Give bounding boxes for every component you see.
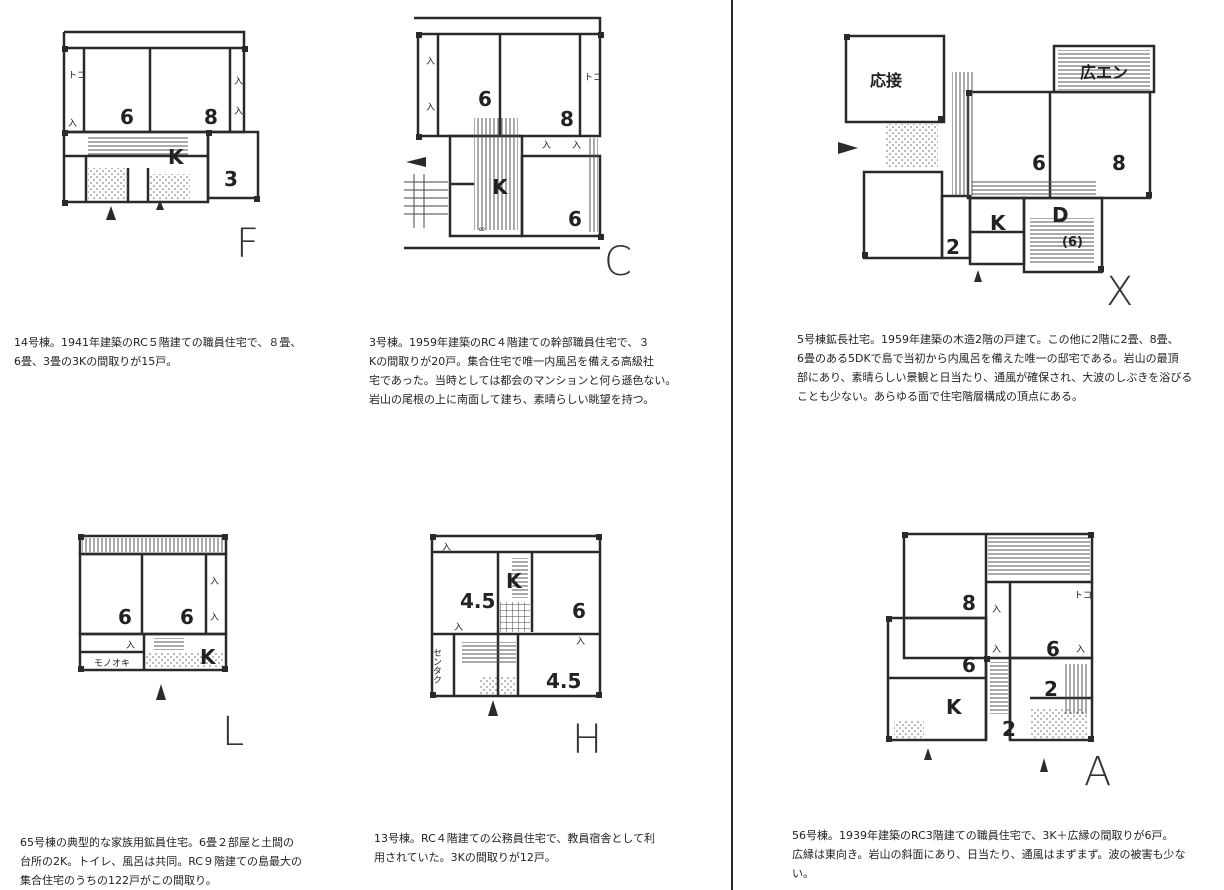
plan-mark: 入 — [68, 118, 77, 129]
plan-letter: X — [1106, 269, 1134, 315]
room-label: 応接 — [870, 71, 902, 90]
floor-plan-c-drawing: 6 8 K 6 入 入 トコ 入 入 ∞ — [404, 16, 604, 250]
room-label: 2 — [1044, 677, 1058, 701]
plan-caption-a: 56号棟。1939年建築のRC3階建ての職員住宅で、3K＋広縁の間取りが6戸。 … — [792, 829, 1186, 880]
plan-mark: トコ — [68, 71, 86, 81]
plan-mark: 入 — [992, 604, 1001, 615]
plan-mark: 入 — [234, 76, 243, 87]
room-label: 6 — [478, 87, 492, 111]
room-label: 8 — [1112, 151, 1126, 175]
room-label: K — [168, 145, 185, 169]
room-label: K — [200, 645, 217, 669]
entrance-arrow-icon — [156, 200, 164, 210]
plan-letter: L — [222, 709, 245, 755]
plan-mark: センタク — [431, 648, 442, 684]
room-label: D — [1052, 203, 1069, 227]
plan-mark: 入 — [426, 102, 435, 113]
floor-plan-h: K 4.5 6 4.5 入 入 入 センタク H — [428, 532, 618, 762]
plan-mark: 入 — [992, 644, 1001, 655]
room-label: K — [990, 211, 1007, 235]
entrance-arrow-icon — [488, 700, 498, 716]
room-label: 6 — [572, 599, 586, 623]
plan-letter: A — [1084, 749, 1112, 795]
entrance-arrow-icon — [406, 157, 426, 167]
room-label: 6 — [180, 605, 194, 629]
entrance-arrow-icon — [838, 142, 858, 154]
plan-letter: F — [236, 221, 260, 267]
plan-mark: 入 — [210, 576, 219, 587]
entrance-arrow-icon — [1040, 758, 1048, 772]
plan-mark: 入 — [572, 140, 581, 151]
room-label: (6) — [1062, 235, 1083, 250]
room-label: 6 — [118, 605, 132, 629]
room-label: 8 — [962, 591, 976, 615]
room-label: K — [506, 569, 523, 593]
entrance-arrow-icon — [974, 270, 982, 282]
plan-caption-h: 13号棟。RC４階建ての公務員住宅で、教員宿舎として利 用されていた。3Kの間取… — [374, 832, 656, 864]
floor-plan-f: 6 8 K 3 トコ 入 入 入 F — [56, 28, 276, 264]
floor-plan-x-drawing: 応接 広エン 6 8 K D 2 (6) — [838, 34, 1156, 282]
plan-mark: 入 — [210, 612, 219, 623]
floor-plan-x: 応接 広エン 6 8 K D 2 (6) X — [834, 32, 1164, 312]
plan-caption-l: 65号棟の典型的な家族用鉱員住宅。6畳２部屋と土間の 台所の2K。トイレ、風呂は… — [20, 836, 302, 887]
floor-plan-c: 6 8 K 6 入 入 トコ 入 入 ∞ C — [404, 14, 644, 282]
room-label: 8 — [560, 107, 574, 131]
plan-mark: 入 — [454, 622, 463, 633]
room-label: K — [946, 695, 963, 719]
room-label: 2 — [946, 235, 960, 259]
plan-mark: トコ — [1074, 591, 1092, 601]
room-label: 6 — [568, 207, 582, 231]
room-label: 2 — [1002, 717, 1016, 741]
plan-mark: 入 — [542, 140, 551, 151]
room-label: 3 — [224, 167, 238, 191]
plan-mark: 入 — [442, 542, 451, 553]
plan-caption-f: 14号棟。1941年建築のRC５階建ての職員住宅で、８畳、 6畳、3畳の3Kの間… — [14, 336, 302, 368]
page-divider — [731, 0, 733, 890]
entrance-arrow-icon — [106, 206, 116, 220]
plan-caption-x: 5号棟鉱長社宅。1959年建築の木造2階の戸建て。この他に2階に2畳、8畳、 6… — [797, 333, 1193, 403]
plan-mark: 入 — [426, 56, 435, 67]
entrance-arrow-icon — [156, 684, 166, 700]
plan-mark: 入 — [234, 106, 243, 117]
plan-letter: C — [604, 239, 632, 285]
plan-mark: 入 — [126, 640, 135, 651]
room-label: 6 — [962, 653, 976, 677]
floor-plan-a-drawing: 8 6 6 2 K 2 入 トコ 入 入 — [886, 532, 1094, 772]
room-label: K — [492, 175, 509, 199]
floor-plan-l-drawing: 6 6 K 入 入 入 モノオキ — [78, 534, 228, 700]
room-label: 6 — [120, 105, 134, 129]
plan-letter: H — [572, 717, 603, 763]
floor-plan-h-drawing: K 4.5 6 4.5 入 入 入 センタク — [430, 534, 602, 716]
room-label: 8 — [204, 105, 218, 129]
plan-mark: ∞ — [478, 225, 486, 235]
plan-mark: 入 — [1076, 644, 1085, 655]
room-label: 6 — [1046, 637, 1060, 661]
plan-mark: 入 — [576, 636, 585, 647]
plan-mark: モノオキ — [94, 658, 130, 669]
floor-plan-l: 6 6 K 入 入 入 モノオキ L — [76, 532, 266, 762]
entrance-arrow-icon — [924, 748, 932, 760]
plan-caption-c: 3号棟。1959年建築のRC４階建ての幹部職員住宅で、３ Kの間取りが20戸。集… — [369, 336, 677, 406]
plan-mark: トコ — [584, 73, 602, 83]
floor-plan-a: 8 6 6 2 K 2 入 トコ 入 入 A — [880, 528, 1120, 798]
room-label: 6 — [1032, 151, 1046, 175]
room-label: 4.5 — [460, 589, 495, 613]
room-label: 4.5 — [546, 669, 581, 693]
room-label: 広エン — [1080, 63, 1128, 82]
floor-plan-f-drawing: 6 8 K 3 トコ 入 入 入 — [62, 30, 260, 220]
